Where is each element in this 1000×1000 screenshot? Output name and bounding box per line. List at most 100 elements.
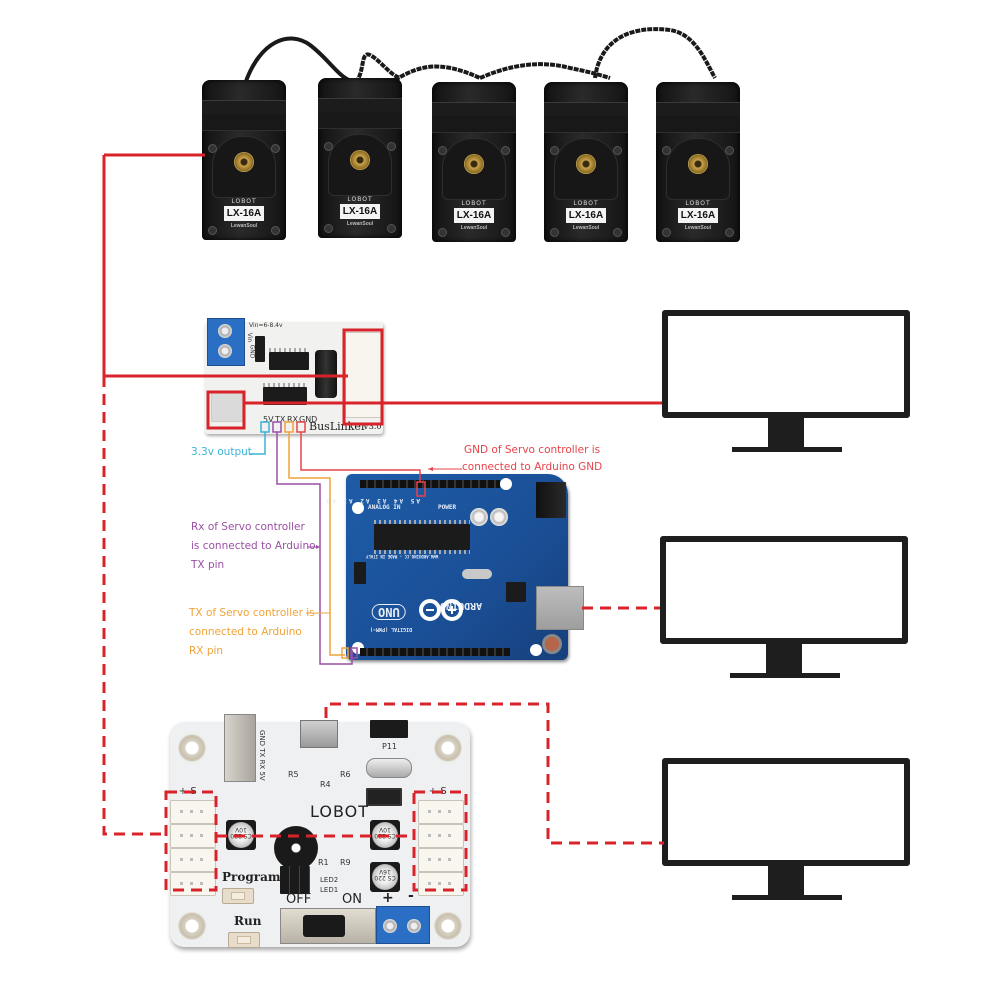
lobot-servo-controller: GND TX RX 5V P11 R5 R6 R4 - + S - + S LO… <box>170 714 470 948</box>
power-terminal-block <box>376 906 430 944</box>
icsp-header <box>354 562 366 584</box>
slide-switch-top[interactable] <box>224 714 256 782</box>
input-voltage-label: Vin=6-8.4v <box>249 322 283 329</box>
led1-label: LED1 <box>320 886 339 894</box>
servo-model-label: LX-16A <box>566 208 606 223</box>
servo-4: LOBOT LX-16A LewanSoul <box>544 82 628 242</box>
arduino-uno-board: A5 A4 A3 A2 A1 A0 ANALOG IN POWER WWW.AR… <box>325 474 584 660</box>
servo-maker: LewanSoul <box>572 225 600 231</box>
servo-port-left-2[interactable] <box>170 824 216 848</box>
power-switch[interactable] <box>280 908 376 944</box>
resistor-r9: R9 <box>340 858 351 867</box>
tx-annotation: TX of Servo controller is connected to A… <box>189 604 315 661</box>
servo-1: LOBOT LX-16A LewanSoul <box>202 80 286 240</box>
servo-brand: LOBOT <box>347 196 373 203</box>
tx-annotation-line-2: connected to Arduino <box>189 626 302 638</box>
switch-off-label: OFF <box>286 892 312 907</box>
led2-label: LED2 <box>320 876 339 884</box>
servo-brand: LOBOT <box>461 200 487 207</box>
mini-usb-port <box>300 720 338 748</box>
servo-2: LOBOT LX-16A LewanSoul <box>318 78 402 238</box>
gnd-annotation-line-1: GND of Servo controller is <box>464 444 601 456</box>
servo-port-right-1[interactable] <box>418 800 464 824</box>
right-port-polarity: - + S <box>422 786 447 797</box>
analog-pins: A5 A4 A3 A2 A1 A0 <box>324 497 420 504</box>
atmega-chip <box>374 524 470 550</box>
board-name: BusLinker <box>309 420 367 433</box>
lobot-logo: LOBOT <box>310 802 369 821</box>
servo-model-label: LX-16A <box>224 206 264 221</box>
monitor-screen <box>660 536 908 644</box>
mini-usb-port <box>211 392 243 422</box>
servo-maker: LewanSoul <box>684 225 712 231</box>
tx-annotation-line-1: TX of Servo controller is <box>189 607 315 619</box>
gnd-annotation: GND of Servo controller is connected to … <box>462 441 603 474</box>
capacitor <box>470 508 488 526</box>
run-button[interactable] <box>228 932 260 948</box>
servo-bus-connector <box>345 332 383 418</box>
monitor-3 <box>662 758 910 938</box>
capacitor-2: CS 220 10V <box>370 820 400 850</box>
rx-annotation-line-2: is connected to Arduino <box>191 540 316 552</box>
rx-annotation-line-1: Rx of Servo controller <box>191 521 305 533</box>
program-button[interactable] <box>222 888 254 904</box>
pin-label-rx: RX <box>287 415 299 424</box>
usb-b-port <box>536 586 584 630</box>
output-gear-icon <box>350 150 370 170</box>
servo-maker: LewanSoul <box>346 221 374 227</box>
output-gear-icon <box>688 154 708 174</box>
tx-annotation-line-3: RX pin <box>189 645 224 657</box>
analog-in-label: ANALOG IN <box>368 504 401 511</box>
servo-port-right-4[interactable] <box>418 872 464 896</box>
board-version: V3.0 <box>363 422 382 431</box>
pin-label-5v: 5V <box>263 415 274 424</box>
output-gear-icon <box>464 154 484 174</box>
digital-label: DIGITAL (PWM~) <box>370 626 413 632</box>
switch-knob[interactable] <box>303 915 345 937</box>
servo-port-right-2[interactable] <box>418 824 464 848</box>
resistor-r5: R5 <box>288 770 299 779</box>
servo-port-left-3[interactable] <box>170 848 216 872</box>
servo-maker: LewanSoul <box>230 223 258 229</box>
monitor-screen <box>662 310 910 418</box>
bottom-header <box>360 648 510 656</box>
servo-port-right-3[interactable] <box>418 848 464 872</box>
crystal <box>366 758 412 778</box>
servo-port-left-4[interactable] <box>170 872 216 896</box>
servo-brand: LOBOT <box>573 200 599 207</box>
uno-label: UNO <box>372 604 406 620</box>
pin-label-tx: TX <box>275 415 286 424</box>
servo-brand: LOBOT <box>231 198 257 205</box>
run-label: Run <box>234 914 262 928</box>
servo-model-label: LX-16A <box>678 208 718 223</box>
made-in-label: WWW.ARDUINO.CC - MADE IN ITALY <box>366 554 439 559</box>
left-port-polarity: - + S <box>172 786 197 797</box>
crystal <box>462 569 492 579</box>
servo-to-controller-wire <box>102 376 168 836</box>
servo-brand: LOBOT <box>685 200 711 207</box>
buslinker-board: Vin=6-8.4v Vin GND 5V TX RX GND BusLinke… <box>205 318 383 434</box>
mode-jumper-header[interactable] <box>280 866 310 894</box>
switch-on-label: ON <box>342 892 362 907</box>
p11-header <box>370 720 408 738</box>
resistor-r6: R6 <box>340 770 351 779</box>
resistor-r1: R1 <box>318 858 329 867</box>
pin-label-gnd: GND <box>299 415 318 424</box>
capacitor-1: CS 220 10V <box>226 820 256 850</box>
jumper <box>255 336 265 362</box>
dc-power-jack <box>536 482 566 518</box>
rx-annotation: Rx of Servo controller is connected to A… <box>191 518 316 575</box>
reset-button[interactable] <box>542 634 562 654</box>
gnd-annotation-line-2: connected to Arduino GND <box>462 461 603 473</box>
electrolytic-capacitor <box>315 350 337 398</box>
program-label: Program <box>222 870 281 884</box>
rx-annotation-line-3: TX pin <box>191 559 225 571</box>
capacitor <box>490 508 508 526</box>
ic-chip <box>263 387 307 405</box>
resistor-r4: R4 <box>320 780 331 789</box>
power-label: POWER <box>438 504 457 511</box>
servo-port-left-1[interactable] <box>170 800 216 824</box>
monitor-1 <box>662 310 910 490</box>
arduino-infinity-logo-icon <box>419 599 464 621</box>
